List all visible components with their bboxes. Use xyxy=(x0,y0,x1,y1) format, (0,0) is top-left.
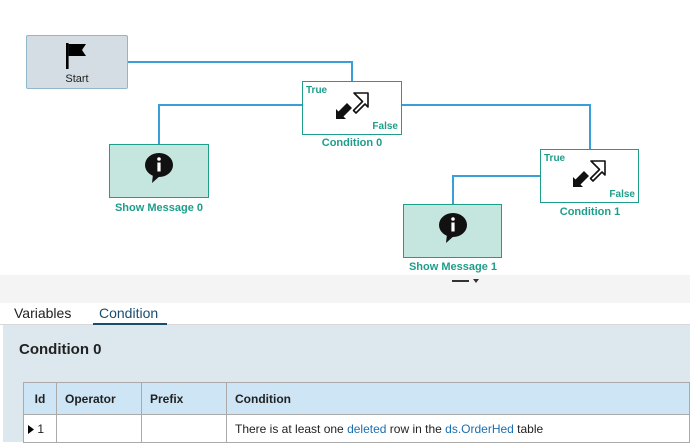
cell-operator[interactable] xyxy=(56,414,142,443)
row-pointer-icon xyxy=(28,424,34,434)
col-header-id[interactable]: Id xyxy=(23,382,57,415)
condition-link-deleted[interactable]: deleted xyxy=(347,421,387,436)
speech-info-icon xyxy=(145,153,173,183)
condition-text: row in the xyxy=(386,421,446,436)
condition-panel: Condition 0 Id Operator Prefix Condition… xyxy=(3,325,690,443)
condition-1-name: Condition 1 xyxy=(559,206,621,218)
start-node[interactable]: Start xyxy=(26,35,128,89)
condition-0-name: Condition 0 xyxy=(321,137,383,149)
col-header-condition[interactable]: Condition xyxy=(226,382,690,415)
false-label: False xyxy=(372,121,398,132)
condition-0-node[interactable]: True False Condition 0 xyxy=(302,81,402,149)
col-header-prefix[interactable]: Prefix xyxy=(141,382,227,415)
flag-icon xyxy=(66,43,86,69)
false-label: False xyxy=(609,189,635,200)
show-message-1-node[interactable]: Show Message 1 xyxy=(403,204,502,273)
true-label: True xyxy=(544,153,566,164)
table-row[interactable]: 1 There is at least one deleted row in t… xyxy=(23,414,690,443)
cell-id[interactable]: 1 xyxy=(23,414,57,443)
show-message-0-node[interactable]: Show Message 0 xyxy=(109,144,209,214)
condition-1-node[interactable]: True False Condition 1 xyxy=(540,149,639,218)
table-header-row: Id Operator Prefix Condition xyxy=(23,382,690,415)
panel-splitter[interactable] xyxy=(0,275,690,303)
tab-bar: Variables Condition xyxy=(0,303,690,325)
double-arrow-icon xyxy=(336,92,369,119)
cell-condition[interactable]: There is at least one deleted row in the… xyxy=(226,414,690,443)
double-arrow-icon xyxy=(573,160,606,187)
workflow-canvas[interactable]: Start True False Condition 0 Show Messag… xyxy=(0,0,690,275)
resize-grip-icon[interactable] xyxy=(452,279,482,285)
condition-text: There is at least one xyxy=(235,421,348,436)
start-label: Start xyxy=(65,73,89,85)
tab-variables[interactable]: Variables xyxy=(14,305,72,321)
row-id: 1 xyxy=(37,421,45,436)
panel-title: Condition 0 xyxy=(19,341,102,358)
show-message-0-name: Show Message 0 xyxy=(114,202,204,214)
col-header-operator[interactable]: Operator xyxy=(56,382,142,415)
tab-condition[interactable]: Condition xyxy=(99,305,159,321)
condition-table: Id Operator Prefix Condition 1 There is … xyxy=(23,382,690,443)
condition-link-table[interactable]: ds.OrderHed xyxy=(445,421,514,436)
connector-lines xyxy=(128,61,591,204)
condition-text: table xyxy=(513,421,544,436)
show-message-1-name: Show Message 1 xyxy=(408,261,498,273)
active-tab-indicator xyxy=(93,323,167,325)
speech-info-icon xyxy=(439,213,467,243)
cell-prefix[interactable] xyxy=(141,414,227,443)
true-label: True xyxy=(306,85,328,96)
